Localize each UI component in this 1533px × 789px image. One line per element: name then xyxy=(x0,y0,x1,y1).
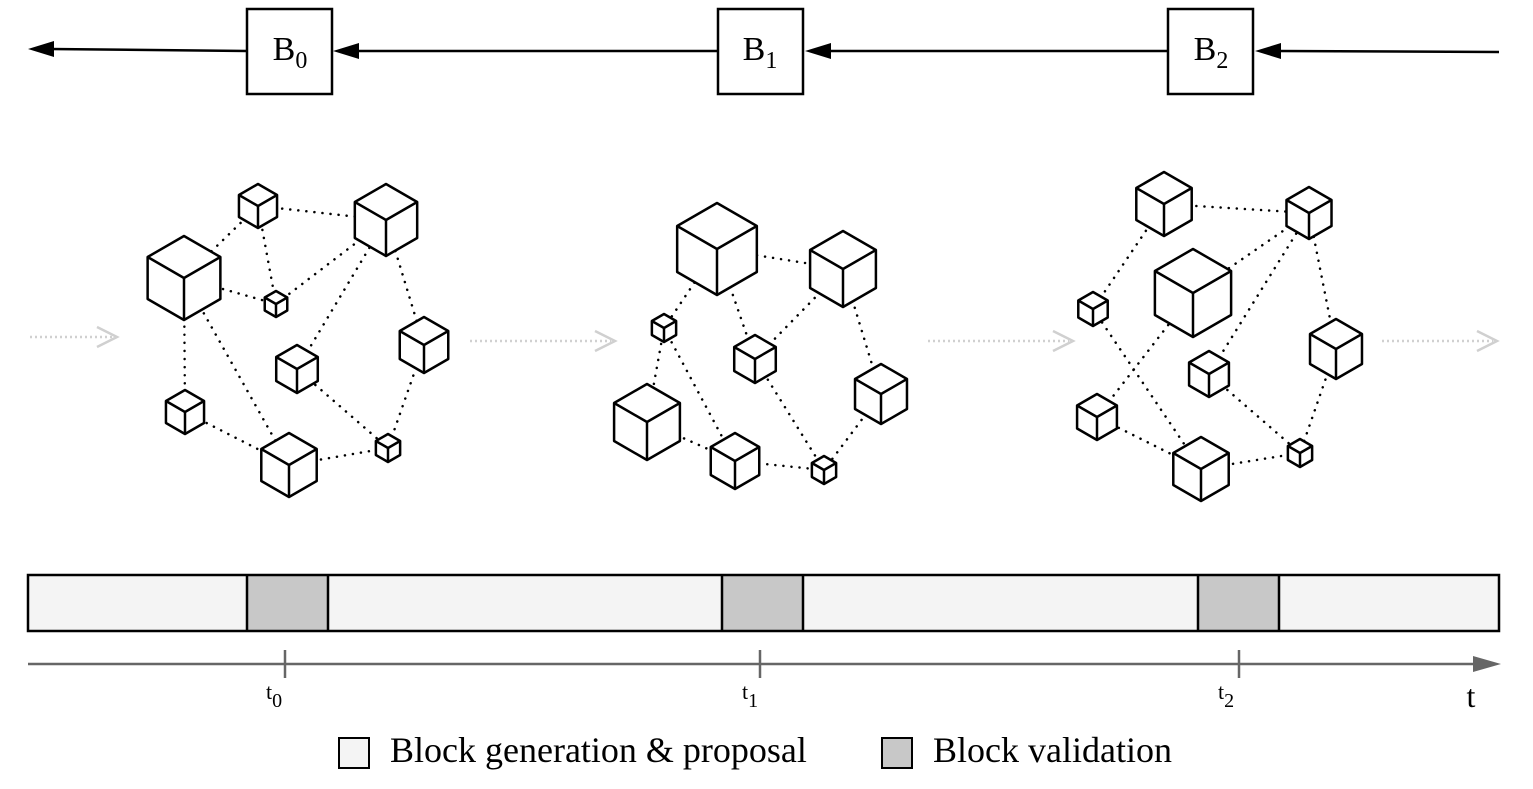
block-label: B1 xyxy=(743,31,778,74)
flow-arrows xyxy=(30,325,1500,353)
node-cube-icon xyxy=(808,229,878,309)
node-cube-icon xyxy=(675,201,759,297)
generation-phase xyxy=(28,575,247,631)
generation-phase xyxy=(328,575,722,631)
node-cube-icon xyxy=(1308,317,1364,381)
node-cube-icon xyxy=(1077,290,1109,328)
network-link xyxy=(1095,291,1195,419)
chain-arrow xyxy=(28,41,248,57)
node-cube-icon xyxy=(1153,247,1233,339)
chain-arrow xyxy=(805,43,1168,59)
legend: Block generation & proposal Block valida… xyxy=(338,730,1172,770)
node-cube-icon xyxy=(1135,170,1193,238)
node-networks xyxy=(146,170,1364,503)
node-cube-icon xyxy=(853,362,909,426)
network-cluster xyxy=(612,201,909,491)
tick-label-t0: t0 xyxy=(266,679,282,712)
chain-arrow xyxy=(1255,43,1500,59)
node-cube-icon xyxy=(1172,435,1230,503)
network-link xyxy=(1091,307,1203,471)
network-link xyxy=(662,326,737,463)
node-cube-icon xyxy=(732,333,778,385)
legend-swatch-generation xyxy=(338,737,370,769)
network-cluster xyxy=(1075,170,1364,503)
flow-arrow xyxy=(1382,329,1500,353)
axis-label: t xyxy=(1467,678,1476,714)
network-link xyxy=(1207,211,1311,376)
block-b0: B0 xyxy=(245,7,334,96)
legend-label-validation: Block validation xyxy=(933,730,1172,770)
network-link xyxy=(256,204,388,222)
legend-swatch-validation xyxy=(881,737,913,769)
node-cube-icon xyxy=(263,289,289,319)
flow-arrow xyxy=(30,325,120,349)
network-link xyxy=(182,276,291,467)
node-cube-icon xyxy=(1075,392,1119,442)
time-axis: t0 t1 t2 t xyxy=(28,650,1501,714)
node-cube-icon xyxy=(650,312,678,344)
network-link xyxy=(645,326,666,424)
block-label: B2 xyxy=(1194,31,1229,74)
node-cube-icon xyxy=(237,182,279,230)
network-link xyxy=(753,357,826,472)
node-cube-icon xyxy=(353,182,419,258)
phase-bar xyxy=(26,573,1501,633)
network-link xyxy=(841,267,883,396)
validation-phase xyxy=(722,575,803,631)
node-cube-icon xyxy=(274,343,320,395)
validation-phase xyxy=(1198,575,1279,631)
block-b2: B2 xyxy=(1166,7,1255,96)
node-cube-icon xyxy=(374,432,402,464)
network-links xyxy=(1091,202,1338,471)
tick-label-t1: t1 xyxy=(742,679,758,712)
network-link xyxy=(384,218,426,347)
block-b1: B1 xyxy=(716,7,805,96)
node-cube-icon xyxy=(810,454,838,486)
flow-arrow xyxy=(928,329,1076,353)
flow-arrow xyxy=(470,329,618,353)
node-cube-icon xyxy=(1286,437,1314,469)
node-cube-icon xyxy=(612,382,682,462)
node-cube-icon xyxy=(146,234,222,322)
node-cube-icon xyxy=(709,431,761,491)
block-label: B0 xyxy=(273,31,308,74)
validation-phase xyxy=(247,575,328,631)
generation-phase xyxy=(1279,575,1499,631)
node-cube-icon xyxy=(260,431,318,499)
network-link xyxy=(1091,202,1166,311)
generation-phase xyxy=(803,575,1198,631)
block-chain: B0 B1 B2 xyxy=(28,7,1500,96)
chain-arrow xyxy=(333,43,718,59)
node-cube-icon xyxy=(164,388,206,436)
tick-label-t2: t2 xyxy=(1218,679,1234,712)
legend-label-generation: Block generation & proposal xyxy=(390,730,807,770)
network-cluster xyxy=(146,182,450,499)
node-cube-icon xyxy=(1285,185,1333,241)
node-cube-icon xyxy=(398,315,450,375)
node-cube-icon xyxy=(1187,349,1231,399)
network-link xyxy=(295,218,388,371)
